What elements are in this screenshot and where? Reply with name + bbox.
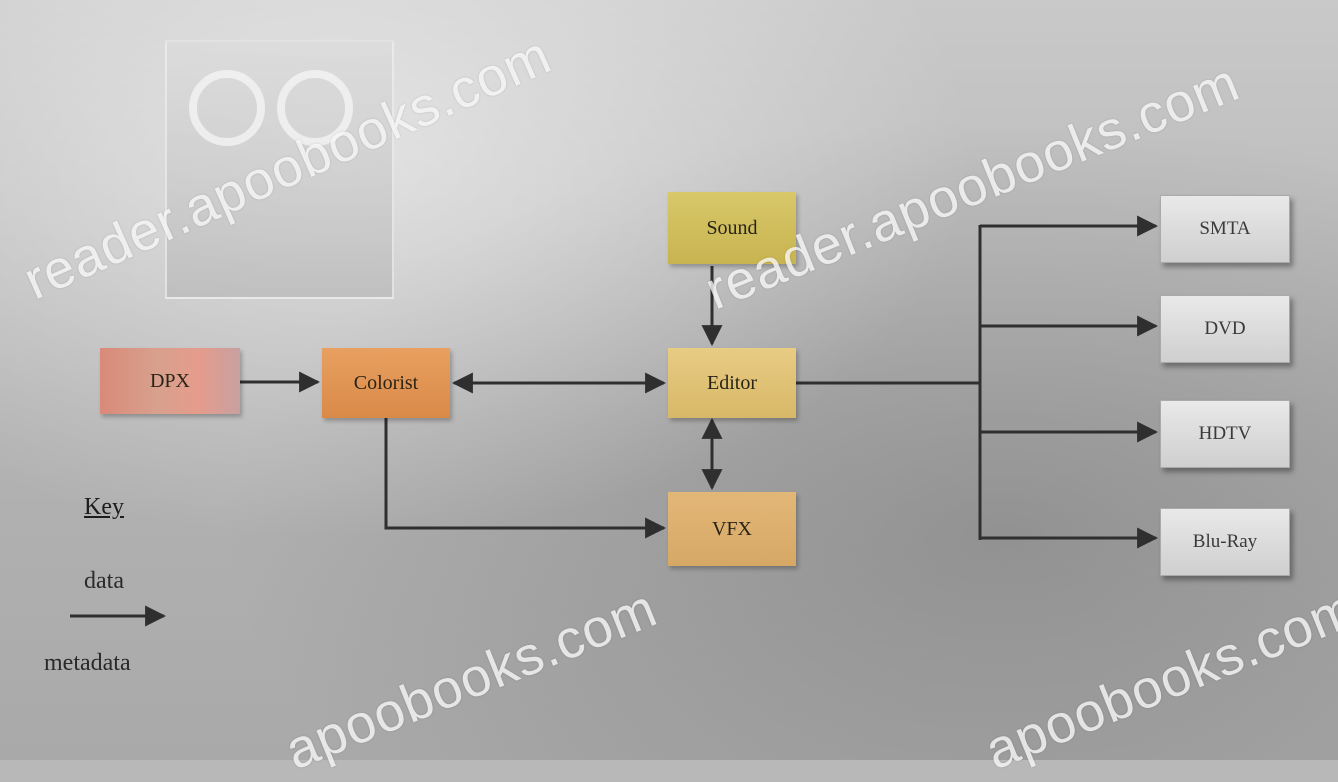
logo-ring-right: [277, 70, 353, 146]
output-smta: SMTA: [1160, 195, 1290, 263]
wire-colorist-vfx: [384, 418, 667, 539]
output-hdtv: HDTV: [1160, 400, 1290, 468]
output-dvd-label: DVD: [1204, 318, 1246, 339]
node-sound-label: Sound: [706, 216, 758, 239]
key-data-label: data: [84, 568, 124, 594]
output-dvd: DVD: [1160, 295, 1290, 363]
output-smta-label: SMTA: [1199, 218, 1251, 239]
key-title: Key: [84, 494, 124, 520]
node-editor: Editor: [668, 348, 796, 418]
node-colorist-label: Colorist: [353, 371, 419, 394]
node-dpx-label: DPX: [149, 369, 190, 392]
logo-panel: [165, 40, 394, 299]
output-hdtv-label: HDTV: [1198, 423, 1252, 444]
logo-ring-left: [189, 70, 265, 146]
node-colorist: Colorist: [322, 348, 450, 418]
connection-lines: [70, 215, 1159, 627]
node-vfx: VFX: [668, 492, 796, 566]
node-dpx: DPX: [100, 348, 240, 414]
output-bluray-label: Blu-Ray: [1192, 531, 1258, 552]
node-vfx-label: VFX: [711, 517, 752, 540]
key-metadata-label: metadata: [44, 650, 131, 676]
node-editor-label: Editor: [707, 371, 757, 394]
output-bluray: Blu-Ray: [1160, 508, 1290, 576]
